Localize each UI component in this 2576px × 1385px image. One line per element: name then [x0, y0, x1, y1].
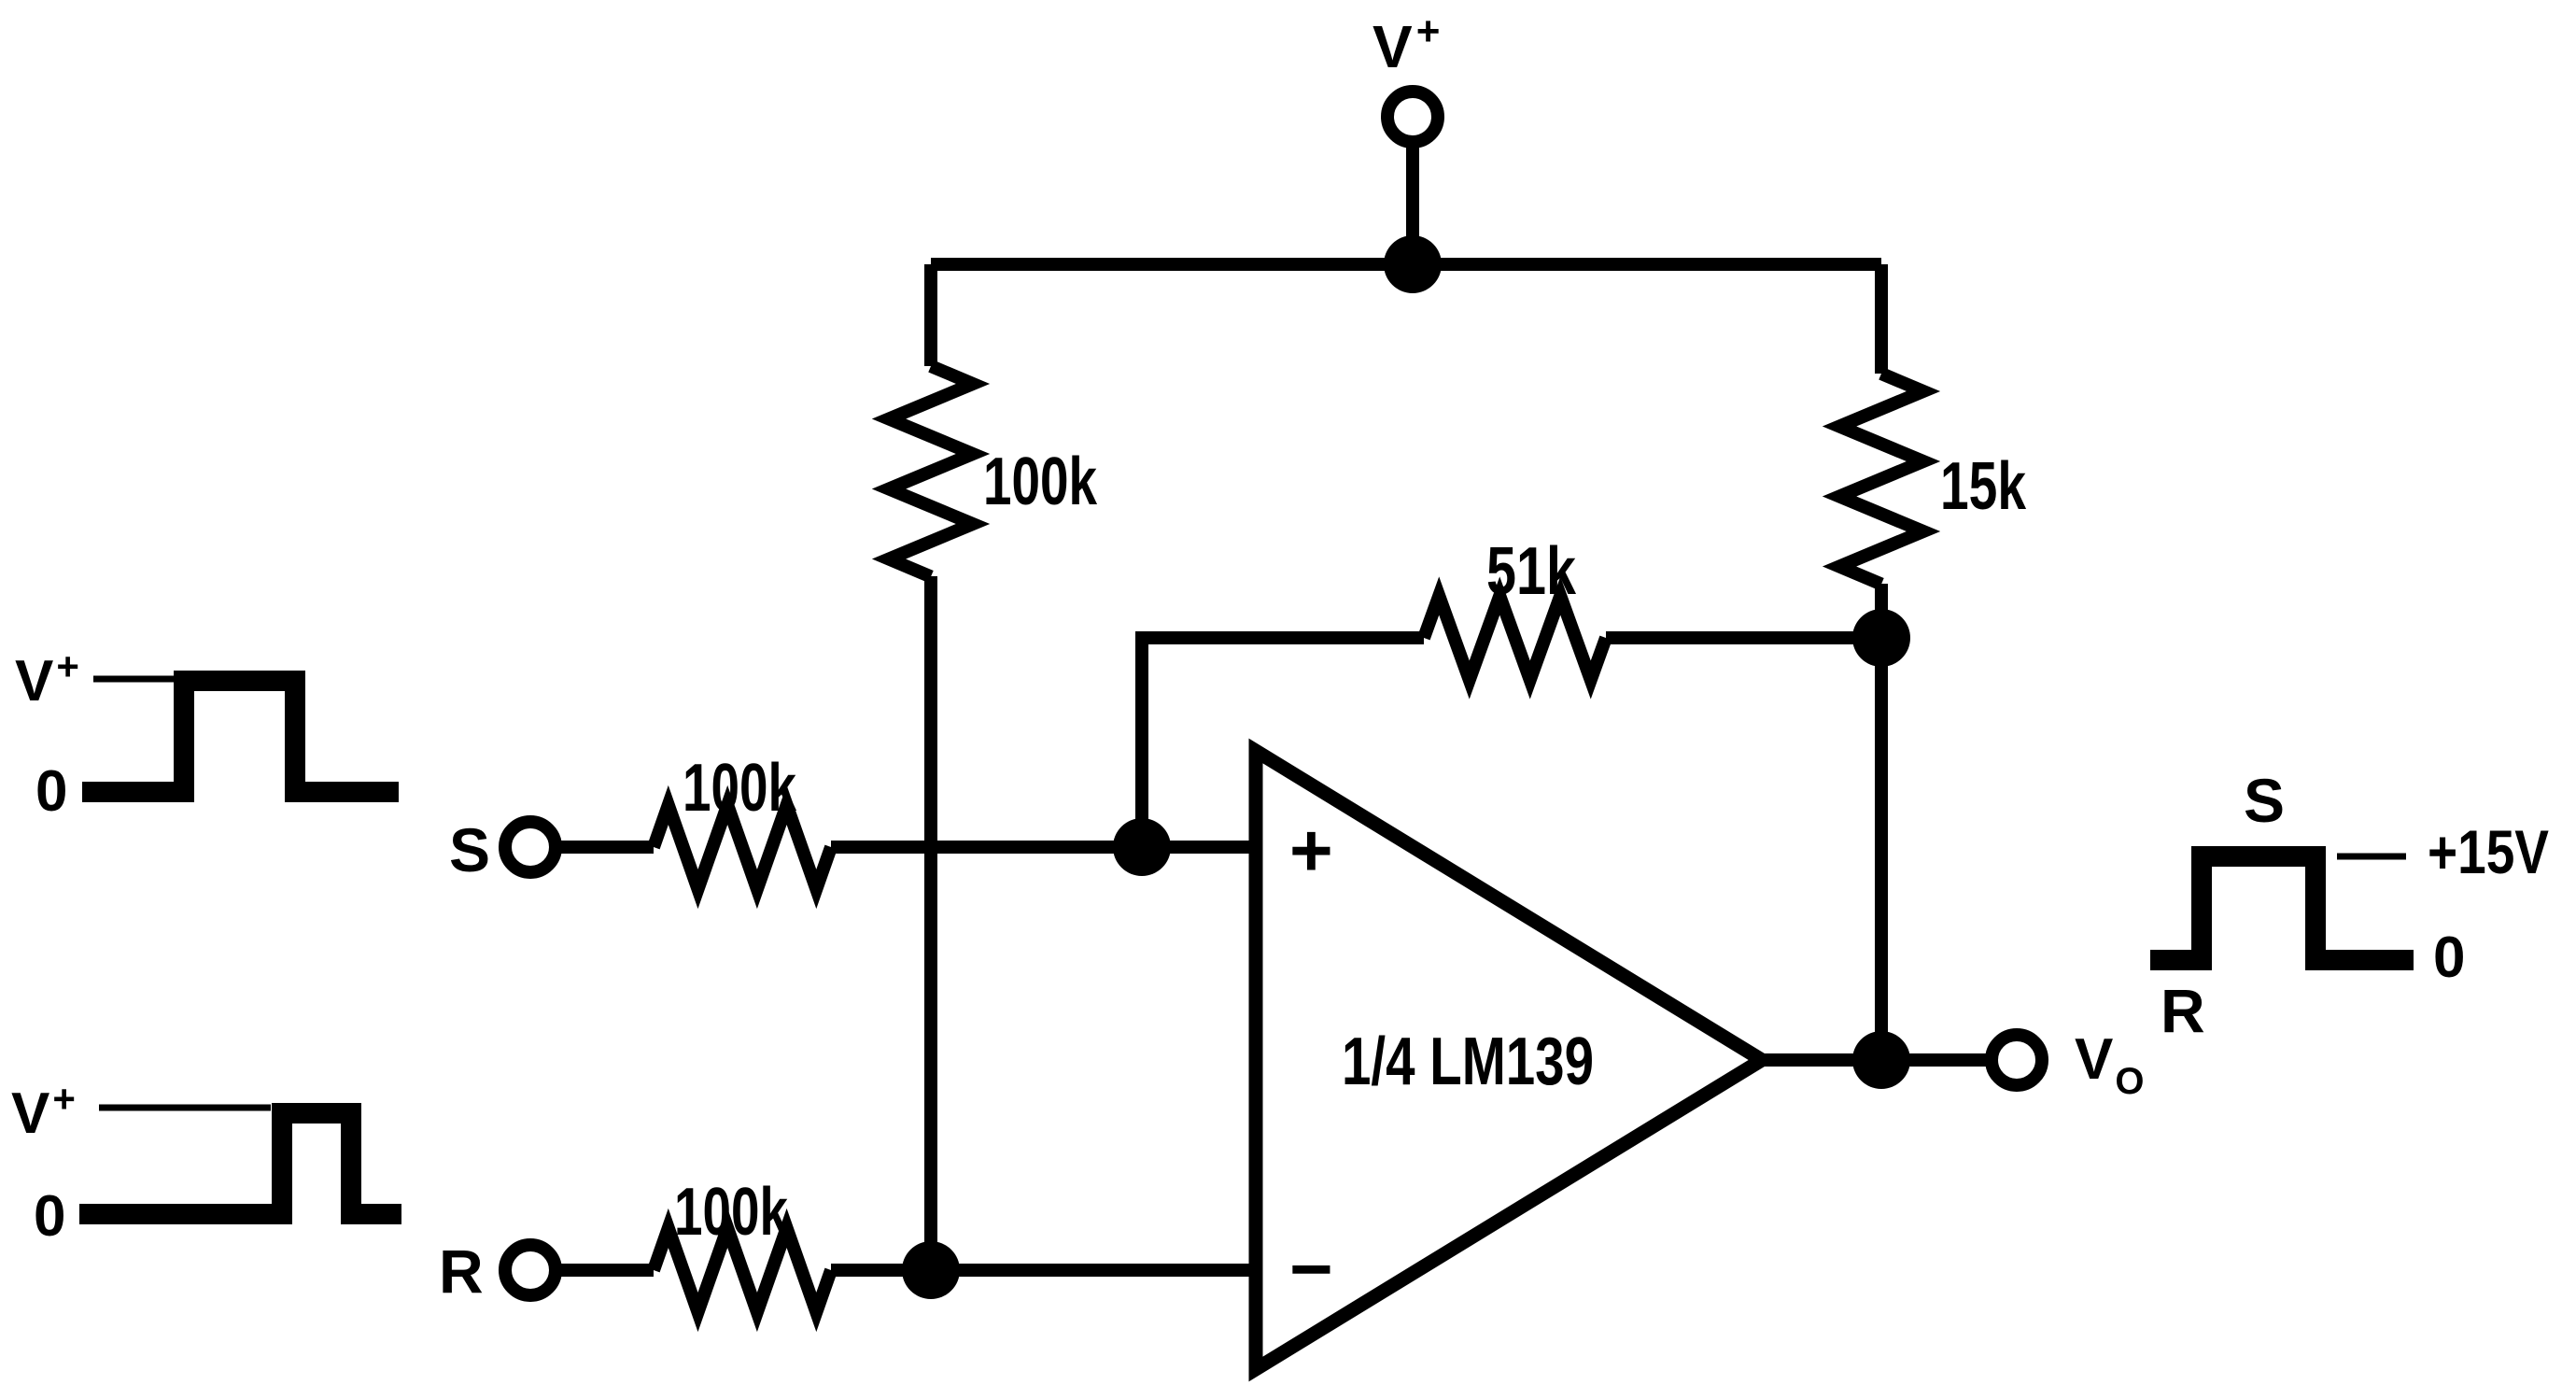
- waveform-pulse-trace: [79, 1103, 401, 1224]
- waveform-output: S R +15V 0: [2150, 766, 2549, 1045]
- output-junction-dot: [1852, 1031, 1910, 1089]
- waveform-low-level-label: 0: [2433, 926, 2465, 990]
- inverting-pullup-junction-dot: [902, 1241, 960, 1299]
- resistor-zigzag: [647, 784, 838, 910]
- reset-terminal-circle: [499, 1238, 562, 1302]
- waveform-low-level-label: 0: [34, 1184, 65, 1249]
- set-terminal-circle: [499, 815, 562, 879]
- set-terminal-label: S: [449, 815, 490, 884]
- waveform-low-level-label: 0: [35, 759, 67, 824]
- reset-input-branch: R 100k: [439, 1175, 1256, 1333]
- waveform-reset-input: V+ 0: [11, 1077, 401, 1249]
- resistor-value-label: 100k: [674, 1175, 789, 1250]
- reset-terminal-label: R: [439, 1237, 484, 1306]
- resistor-value-label: 15k: [1940, 449, 2027, 524]
- resistor-pullup-r-input: 100k: [871, 264, 1098, 1270]
- resistor-zigzag: [871, 360, 991, 583]
- inverting-input-label: −: [1289, 1227, 1333, 1310]
- supply-terminal-group: V+: [1372, 8, 1444, 264]
- resistor-zigzag: [647, 1208, 838, 1333]
- noninverting-junction-dot: [1113, 818, 1171, 876]
- resistor-feedback: 51k: [1135, 534, 1910, 847]
- noninverting-input-label: +: [1289, 809, 1333, 892]
- output-group: VO: [1762, 1027, 2144, 1102]
- waveform-pulse-trace: [82, 671, 399, 802]
- waveform-fall-label: R: [2161, 976, 2205, 1045]
- waveform-high-level-label: V+: [15, 644, 79, 714]
- resistor-value-label: 100k: [683, 751, 797, 826]
- resistor-value-label: 51k: [1486, 534, 1577, 609]
- waveform-set-input: V+ 0: [15, 644, 399, 824]
- output-label: VO: [2075, 1027, 2144, 1102]
- supply-rail-junction-dot: [1384, 235, 1442, 293]
- resistor-zigzag: [1822, 367, 1941, 590]
- feedback-wire-left: [1135, 631, 1424, 847]
- feedback-output-junction-dot: [1852, 609, 1910, 667]
- comparator-part-label: 1/4 LM139: [1342, 1025, 1594, 1099]
- comparator-group: + − 1/4 LM139: [1248, 738, 1776, 1382]
- resistor-value-label: 100k: [983, 445, 1098, 519]
- comparator-triangle: [1248, 738, 1776, 1382]
- output-terminal-circle: [1985, 1028, 2048, 1092]
- waveform-high-level-label: +15V: [2428, 817, 2549, 886]
- resistor-zigzag: [1417, 576, 1612, 700]
- waveform-high-level-label: V+: [11, 1077, 76, 1146]
- supply-label: V+: [1372, 8, 1440, 80]
- supply-terminal-circle: [1381, 85, 1444, 148]
- set-input-branch: S 100k: [449, 751, 1256, 910]
- waveform-pulse-trace: [2150, 846, 2414, 970]
- waveform-rise-label: S: [2244, 766, 2285, 835]
